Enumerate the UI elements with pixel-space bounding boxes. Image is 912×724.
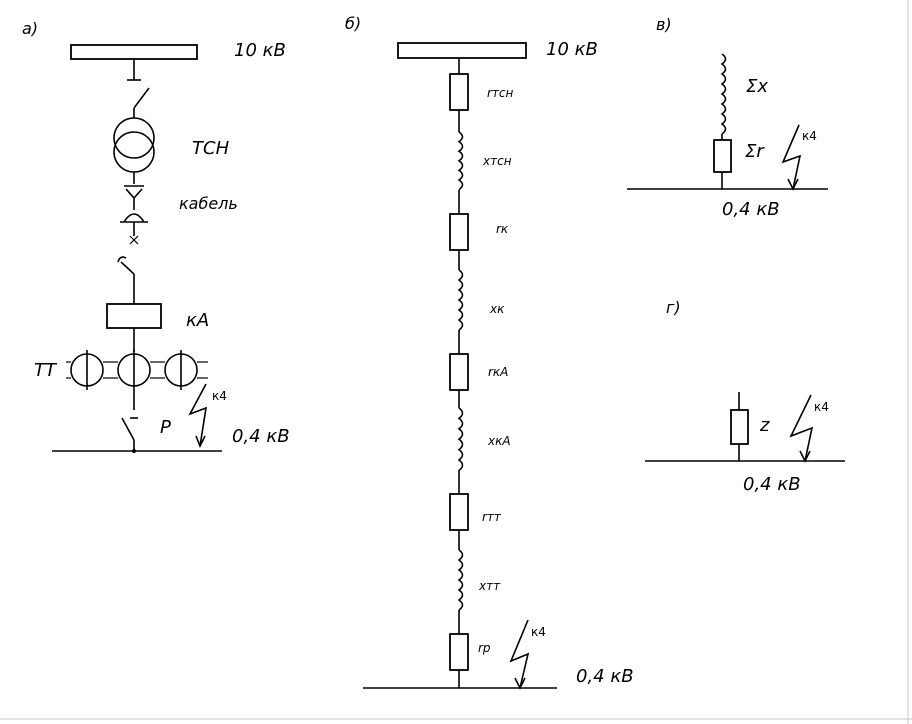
panel-c-fault-arrow (781, 124, 802, 191)
panel-a-breaker (106, 303, 162, 329)
panel-b-label-x-ka: xкА (487, 434, 511, 448)
panel-b-label-x-tsn: xтсн (482, 154, 512, 168)
panel-c-inductor-sum-x (720, 53, 727, 135)
panel-a-transformer-label: ТСН (192, 138, 230, 159)
panel-a-current-transformers (66, 350, 208, 390)
panel-b-bus-10kv (397, 42, 527, 59)
panel-b-resistor-k (449, 213, 469, 251)
panel-b-label-r-tt: rтт (482, 510, 502, 524)
panel-a-bus-top-label: 10 кВ (234, 40, 286, 61)
panel-d-bus-label: 0,4 кВ (743, 474, 801, 495)
panel-d: г) z к4 0,4 кВ (645, 298, 845, 495)
panel-b-tag: б) (345, 14, 361, 33)
panel-c-bus-label: 0,4 кВ (722, 199, 780, 220)
panel-d-fault-arrow (789, 394, 814, 463)
panel-c-resistor-sum-r (713, 139, 732, 173)
panel-b-label-r-tsn: rтсн (487, 86, 514, 100)
panel-c-sum-x-label: Σx (746, 76, 768, 97)
panel-b-inductor-tsn (457, 131, 464, 191)
panel-a-tag: а) (22, 19, 38, 38)
panel-a-transformer (113, 117, 155, 184)
panel-a-disconnector-top (127, 59, 150, 118)
panel-b: б) 10 кВ rтсн xтсн rк xк rкА (345, 14, 634, 690)
panel-a-bus-bottom-label: 0,4 кВ (232, 426, 290, 447)
panel-a-switch (121, 390, 138, 453)
panel-a-fault-label: к4 (212, 389, 227, 403)
panel-b-label-x-k: xк (489, 302, 505, 316)
panel-a-breaker-label: кА (186, 310, 209, 331)
panel-b-fault-arrow (509, 619, 530, 690)
panel-b-label-r-k: rк (496, 222, 509, 236)
panel-a-bus-10kv (70, 44, 198, 60)
panel-b-fault-label: к4 (531, 625, 546, 639)
panel-d-z-label: z (759, 415, 770, 436)
panel-a: а) 10 кВ ТСН кабель (22, 19, 290, 453)
panel-c: в) Σx Σr к4 0,4 кВ (627, 15, 828, 220)
panel-a-cable (120, 185, 148, 245)
panel-b-resistor-p (449, 633, 469, 671)
panel-a-fault-arrow (188, 383, 208, 448)
panel-b-label-r-ka: rкА (488, 365, 508, 379)
panel-b-label-r-p: rр (478, 641, 491, 655)
panel-a-ct-label: ТТ (34, 360, 58, 381)
panel-b-bus-bottom-label: 0,4 кВ (576, 666, 634, 687)
panel-b-resistor-ka (449, 353, 469, 391)
panel-b-inductor-ka (457, 407, 464, 472)
panel-a-switch-label: Р (160, 417, 171, 438)
panel-b-resistor-tt (449, 493, 469, 531)
panel-b-bus-top-label: 10 кВ (546, 39, 598, 60)
panel-d-fault-label: к4 (814, 400, 829, 414)
panel-c-tag: в) (656, 15, 672, 34)
panel-d-tag: г) (666, 298, 681, 317)
panel-b-inductor-k (457, 269, 464, 331)
panel-b-inductor-tt (457, 549, 464, 611)
panel-c-sum-r-label: Σr (745, 141, 765, 162)
panel-a-cable-label: кабель (179, 194, 238, 213)
panel-d-impedance-z (730, 409, 749, 445)
panel-a-breaker-contact (117, 256, 135, 304)
panel-c-fault-label: к4 (802, 129, 817, 143)
panel-b-resistor-tsn (449, 73, 469, 111)
panel-b-label-x-tt: xтт (478, 579, 501, 593)
